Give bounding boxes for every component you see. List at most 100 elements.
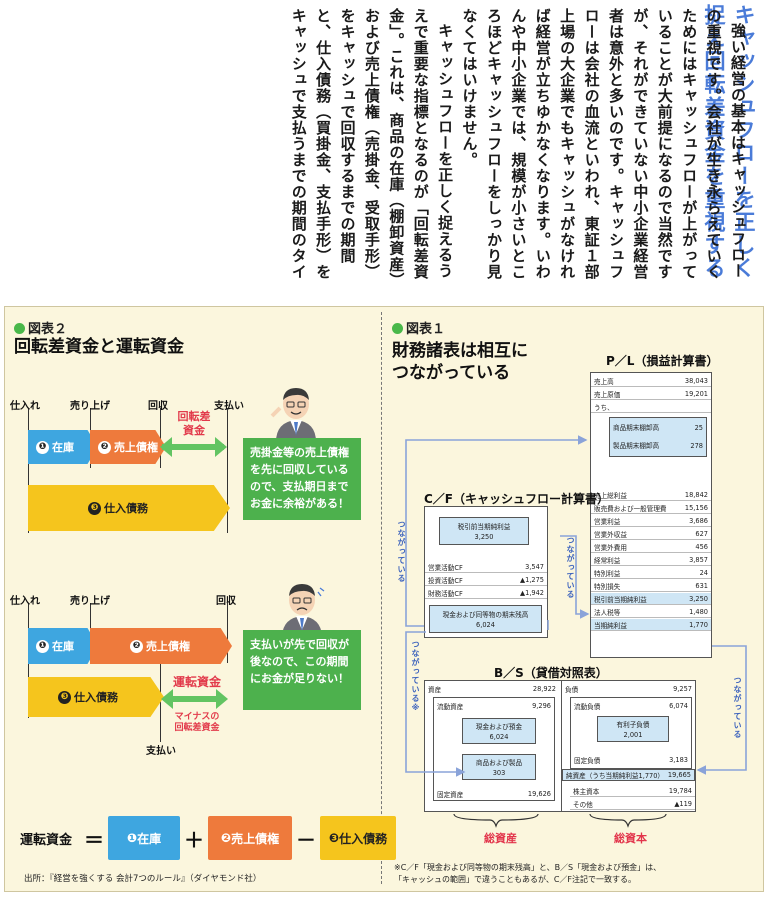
- pl-row: うち、: [591, 401, 711, 414]
- tick-line: [227, 603, 228, 663]
- rotation-diff-label: 回転差 資金: [177, 410, 211, 437]
- bs-loan-box: 有利子負債 2,001: [597, 716, 669, 742]
- arrowhead-left-icon: [160, 437, 172, 457]
- fig1-label: 図表１: [392, 318, 445, 337]
- cf-pretax-box: 税引前当期純利益 3,250: [439, 517, 529, 545]
- bs-row: 純資産（うち当期純利益1,770）19,665: [562, 769, 695, 782]
- panel-divider: [381, 312, 382, 884]
- minus-sign: －: [296, 827, 316, 852]
- fig2-label: 図表２: [14, 318, 67, 337]
- bullet-icon: [392, 323, 403, 334]
- total-capital-label: 総資本: [614, 832, 647, 845]
- fig1-title: 財務諸表は相互に つながっている: [392, 341, 528, 383]
- diff-arrow: [162, 444, 224, 450]
- source-citation: 出所：『経営を強くする 会計7つのルール』（ダイヤモンド社）: [24, 874, 262, 884]
- link-label: つながっている: [733, 676, 742, 739]
- bs-cash-box: 現金および預金 6,024: [462, 718, 536, 744]
- tick-label: 売り上げ: [70, 596, 110, 607]
- pl-title: P／L（損益計算書）: [606, 354, 719, 368]
- footnote: ※C／F「現金および同等物の期末残高」と、B／S「現金および預金」は、 「キャッ…: [394, 863, 662, 884]
- speech-bubble-positive: 売掛金等の売上債権を先に回収しているので、支払期日までお金に余裕がある！: [243, 438, 361, 520]
- bs-row: その他▲119: [570, 798, 695, 811]
- working-capital-label: 運転資金: [172, 675, 221, 689]
- tick-label: 支払い: [146, 746, 176, 757]
- link-label: つながっている: [397, 520, 406, 583]
- article-paragraph: キャッシュフローを正しく捉えるうえで重要な指標となるのが「回転差資金」。これは、…: [289, 8, 455, 281]
- person-happy-icon: [270, 388, 316, 442]
- negative-diff-label: マイナスの 回転差資金: [174, 712, 220, 733]
- equals-sign: ＝: [84, 827, 104, 852]
- article-title: キャッシュフローを正しく捉え回転差資金を重視する: [702, 4, 756, 280]
- working-arrow: [166, 696, 222, 702]
- cf-row: 投資活動CF▲1,275: [425, 574, 547, 587]
- arrowhead-right-icon: [215, 437, 227, 457]
- bs-title: B／S（貸借対照表）: [494, 666, 608, 680]
- fig2-title: 回転差資金と運転資金: [14, 337, 184, 357]
- tick-line: [28, 408, 29, 533]
- formula-lhs: 運転資金: [20, 832, 73, 848]
- arrowhead-right-icon: [216, 689, 228, 709]
- tick-label: 支払い: [214, 401, 244, 412]
- arrowhead-left-icon: [161, 689, 173, 709]
- total-assets-label: 総資産: [484, 832, 517, 845]
- link-label: つながっている※: [411, 640, 420, 713]
- bullet-icon: [14, 323, 25, 334]
- tick-label: 売り上げ: [70, 401, 110, 412]
- article-paragraph: 強い経営の基本はキャッシュフローの重視です。会社が生き永らえていくためにはキャッ…: [460, 8, 747, 280]
- connector-lines: [405, 435, 747, 777]
- link-label: つながっている: [566, 536, 575, 599]
- cf-cash-box: 現金および同等物の期末残高 6,024: [429, 605, 542, 633]
- cf-row: 財務活動CF▲1,942: [425, 587, 547, 600]
- tick-label: 仕入れ: [10, 596, 40, 607]
- tick-label: 仕入れ: [10, 401, 40, 412]
- bs-brackets: [453, 813, 667, 828]
- tick-line: [227, 408, 228, 533]
- tick-label: 回収: [148, 401, 168, 412]
- bs-goods-box: 商品および製品 303: [462, 754, 536, 780]
- speech-bubble-negative: 支払いが先で回収が後なので、この期間にお金が足りない！: [243, 630, 361, 710]
- article-body: 強い経営の基本はキャッシュフローの重視です。会社が生き永らえていくためにはキャッ…: [286, 8, 750, 288]
- plus-sign: ＋: [184, 827, 204, 852]
- cf-title: C／F（キャッシュフロー計算書）: [424, 492, 610, 506]
- tick-label: 回収: [216, 596, 236, 607]
